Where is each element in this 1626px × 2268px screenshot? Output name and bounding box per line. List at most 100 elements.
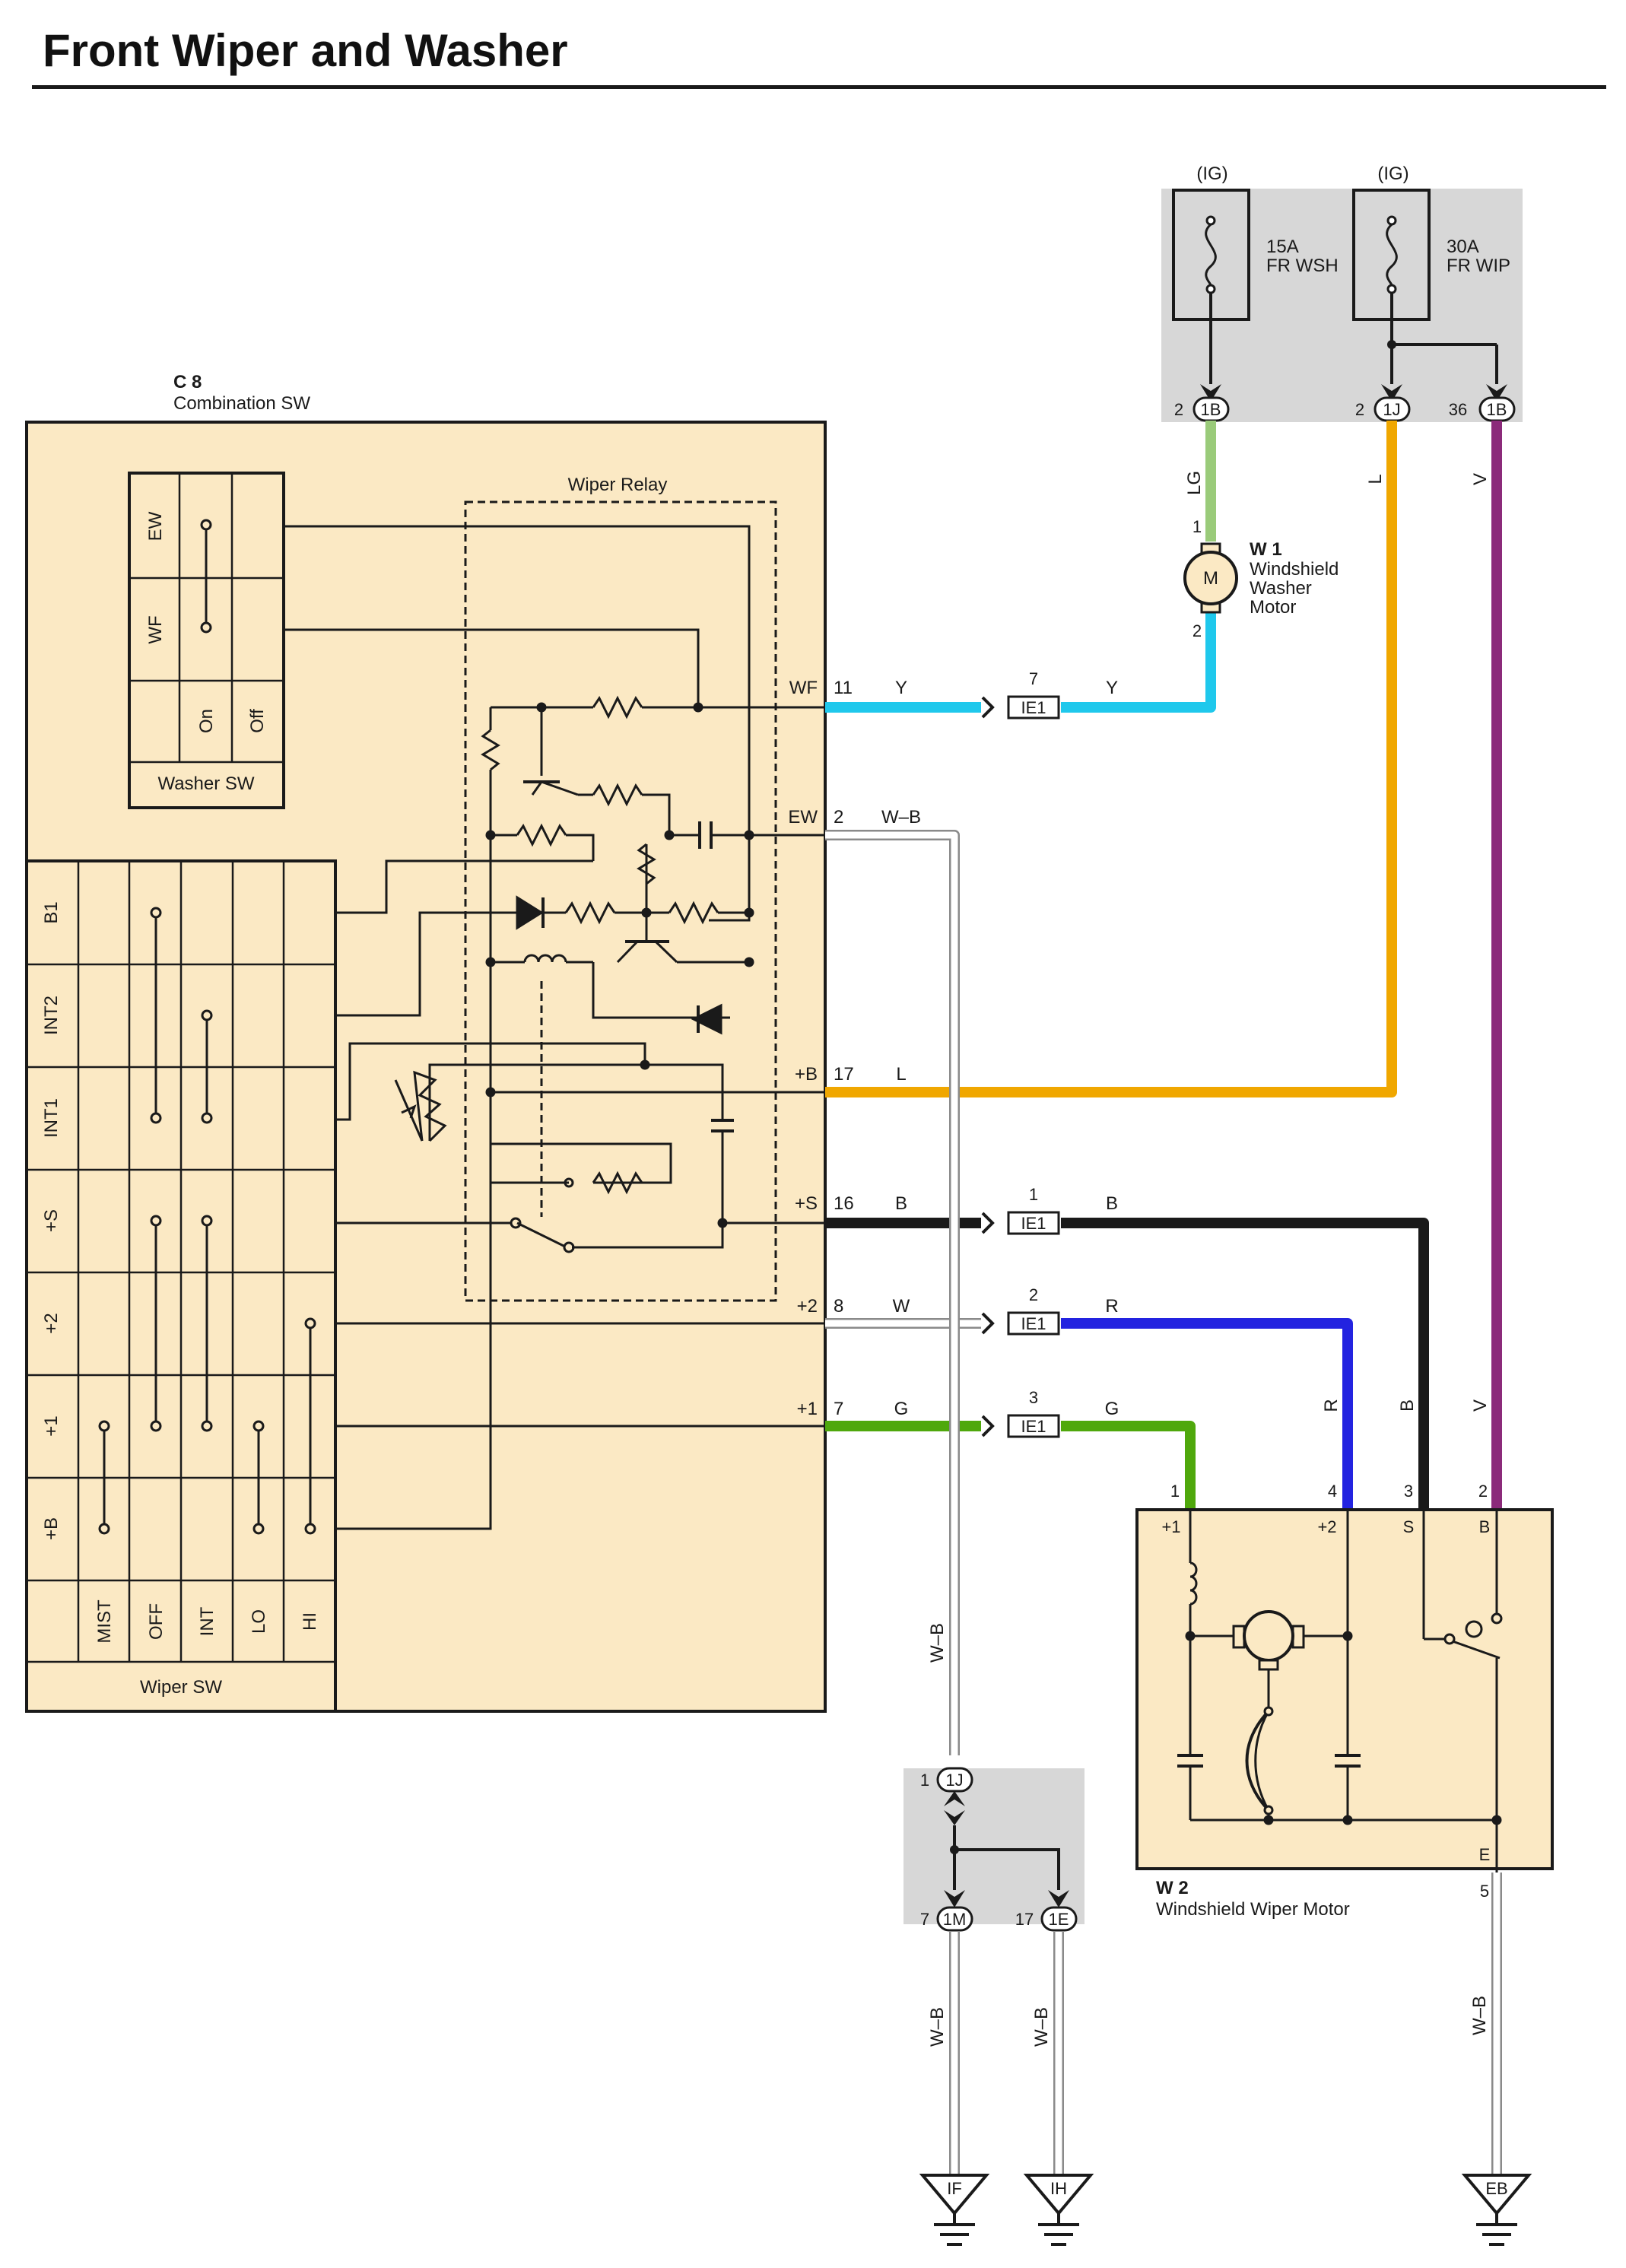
svg-text:LO: LO bbox=[249, 1609, 269, 1634]
svg-text:2: 2 bbox=[1029, 1285, 1038, 1304]
svg-text:11: 11 bbox=[834, 678, 853, 698]
fuse-fr-wsh: (IG) 15A FR WSH bbox=[1172, 164, 1339, 384]
svg-text:WF: WF bbox=[145, 615, 166, 643]
svg-text:B: B bbox=[1106, 1193, 1118, 1214]
svg-text:IE1: IE1 bbox=[1021, 1314, 1046, 1333]
svg-text:W–B: W–B bbox=[927, 2007, 948, 2047]
svg-text:IE1: IE1 bbox=[1021, 1417, 1046, 1436]
svg-text:EW: EW bbox=[788, 807, 818, 827]
svg-text:Y: Y bbox=[1106, 678, 1118, 698]
component-name: Combination SW bbox=[173, 393, 310, 414]
svg-text:L: L bbox=[1365, 474, 1386, 484]
combination-switch: C 8 Combination SW EW WF On Off Washer S… bbox=[25, 372, 921, 1713]
svg-text:+S: +S bbox=[41, 1209, 62, 1232]
page-title: Front Wiper and Washer bbox=[43, 25, 568, 76]
svg-text:1: 1 bbox=[1029, 1185, 1038, 1204]
svg-text:Windshield Wiper Motor: Windshield Wiper Motor bbox=[1156, 1899, 1350, 1920]
svg-text:7: 7 bbox=[920, 1910, 929, 1929]
svg-text:On: On bbox=[196, 709, 217, 733]
washer-motor: M 1 2 W 1 Windshield Washer Motor bbox=[1183, 517, 1339, 640]
title-bar: Front Wiper and Washer bbox=[32, 17, 1606, 89]
svg-text:B: B bbox=[895, 1193, 907, 1214]
relay-internal-circuit bbox=[284, 525, 825, 1530]
svg-text:EW: EW bbox=[145, 511, 166, 541]
svg-text:+B: +B bbox=[795, 1064, 818, 1085]
svg-text:W–B: W–B bbox=[927, 1623, 948, 1663]
wire-r bbox=[1061, 1318, 1353, 1510]
svg-text:8: 8 bbox=[834, 1296, 843, 1317]
svg-text:Wiper SW: Wiper SW bbox=[140, 1677, 222, 1698]
svg-text:5: 5 bbox=[1480, 1882, 1489, 1901]
svg-text:R: R bbox=[1105, 1296, 1118, 1317]
svg-text:IH: IH bbox=[1050, 2179, 1067, 2198]
svg-text:3: 3 bbox=[1404, 1482, 1413, 1501]
svg-text:L: L bbox=[896, 1064, 906, 1085]
ie1-connector: IE1 7 Y bbox=[981, 669, 1118, 719]
svg-text:17: 17 bbox=[834, 1064, 854, 1085]
wiper-motor: 1 4 3 2 +1 +2 S B E 5 W 2 Windshield Wip… bbox=[1135, 1482, 1554, 1920]
svg-text:EB: EB bbox=[1485, 2179, 1507, 2198]
svg-text:B: B bbox=[1479, 1517, 1491, 1536]
svg-text:+1: +1 bbox=[1161, 1517, 1180, 1536]
motor-symbol: M bbox=[1203, 568, 1218, 589]
svg-text:W–B: W–B bbox=[881, 807, 921, 827]
washer-switch: EW WF On Off Washer SW bbox=[128, 472, 285, 809]
connector-1b: 1B 2 bbox=[1174, 396, 1230, 422]
svg-text:1E: 1E bbox=[1049, 1910, 1069, 1929]
svg-text:B: B bbox=[1397, 1399, 1418, 1412]
connector-1b: 1B 36 bbox=[1449, 396, 1516, 422]
svg-text:Windshield: Windshield bbox=[1250, 559, 1339, 580]
svg-text:MIST: MIST bbox=[94, 1599, 115, 1644]
wire-l bbox=[825, 421, 1397, 1097]
ie1-connector: IE1 2 R bbox=[981, 1285, 1119, 1336]
wire-y bbox=[1061, 608, 1216, 713]
svg-text:IE1: IE1 bbox=[1021, 1214, 1046, 1233]
svg-text:1: 1 bbox=[1170, 1482, 1180, 1501]
svg-text:17: 17 bbox=[1015, 1910, 1034, 1929]
svg-text:W: W bbox=[893, 1296, 910, 1317]
svg-text:1B: 1B bbox=[1201, 400, 1221, 419]
svg-text:B1: B1 bbox=[41, 901, 62, 923]
svg-text:IF: IF bbox=[947, 2179, 962, 2198]
svg-text:Wiper Relay: Wiper Relay bbox=[568, 475, 668, 495]
fuse-name: FR WIP bbox=[1447, 256, 1510, 276]
svg-text:7: 7 bbox=[834, 1399, 843, 1419]
svg-text:+2: +2 bbox=[41, 1313, 62, 1333]
svg-text:2: 2 bbox=[1478, 1482, 1488, 1501]
ie1-connector: IE1 1 B bbox=[981, 1185, 1118, 1235]
svg-text:1: 1 bbox=[920, 1771, 929, 1790]
ground-if: IF bbox=[919, 2174, 990, 2246]
ie1-connectors: IE1 7 Y IE1 1 B IE1 2 R IE1 3 G bbox=[981, 669, 1119, 1438]
svg-text:Off: Off bbox=[247, 709, 268, 733]
svg-text:W–B: W–B bbox=[1469, 1996, 1490, 2035]
svg-text:7: 7 bbox=[1029, 669, 1038, 688]
ground-eb: EB bbox=[1461, 2174, 1532, 2246]
svg-text:3: 3 bbox=[1029, 1388, 1038, 1407]
component-code: C 8 bbox=[173, 372, 202, 392]
svg-text:+1: +1 bbox=[41, 1415, 62, 1436]
svg-text:36: 36 bbox=[1449, 400, 1467, 419]
wires bbox=[825, 421, 1502, 2175]
svg-text:R: R bbox=[1321, 1399, 1342, 1412]
fuse-fr-wip: (IG) 30A FR WIP bbox=[1352, 164, 1510, 384]
svg-text:IE1: IE1 bbox=[1021, 698, 1046, 717]
svg-text:+2: +2 bbox=[797, 1296, 818, 1317]
svg-text:+S: +S bbox=[795, 1193, 818, 1214]
ground-junction-box: 1J 1 1M 7 1E 17 bbox=[904, 1767, 1085, 1932]
fuse-supply-label: (IG) bbox=[1196, 164, 1227, 184]
svg-text:E: E bbox=[1479, 1845, 1491, 1864]
fuse-name: FR WSH bbox=[1266, 256, 1339, 276]
ground-ih: IH bbox=[1023, 2174, 1094, 2246]
svg-text:INT2: INT2 bbox=[41, 996, 62, 1035]
svg-text:+B: +B bbox=[41, 1517, 62, 1540]
svg-text:Washer SW: Washer SW bbox=[157, 773, 254, 794]
svg-text:1B: 1B bbox=[1487, 400, 1507, 419]
wire-labels: LG L V R B V W–B W–B W–B W–B bbox=[927, 471, 1491, 2047]
svg-text:4: 4 bbox=[1328, 1482, 1337, 1501]
connector-1j: 1J 2 bbox=[1355, 396, 1411, 422]
svg-text:LG: LG bbox=[1184, 471, 1205, 495]
svg-text:INT1: INT1 bbox=[41, 1098, 62, 1138]
svg-text:1M: 1M bbox=[943, 1910, 967, 1929]
svg-text:INT: INT bbox=[197, 1606, 218, 1636]
